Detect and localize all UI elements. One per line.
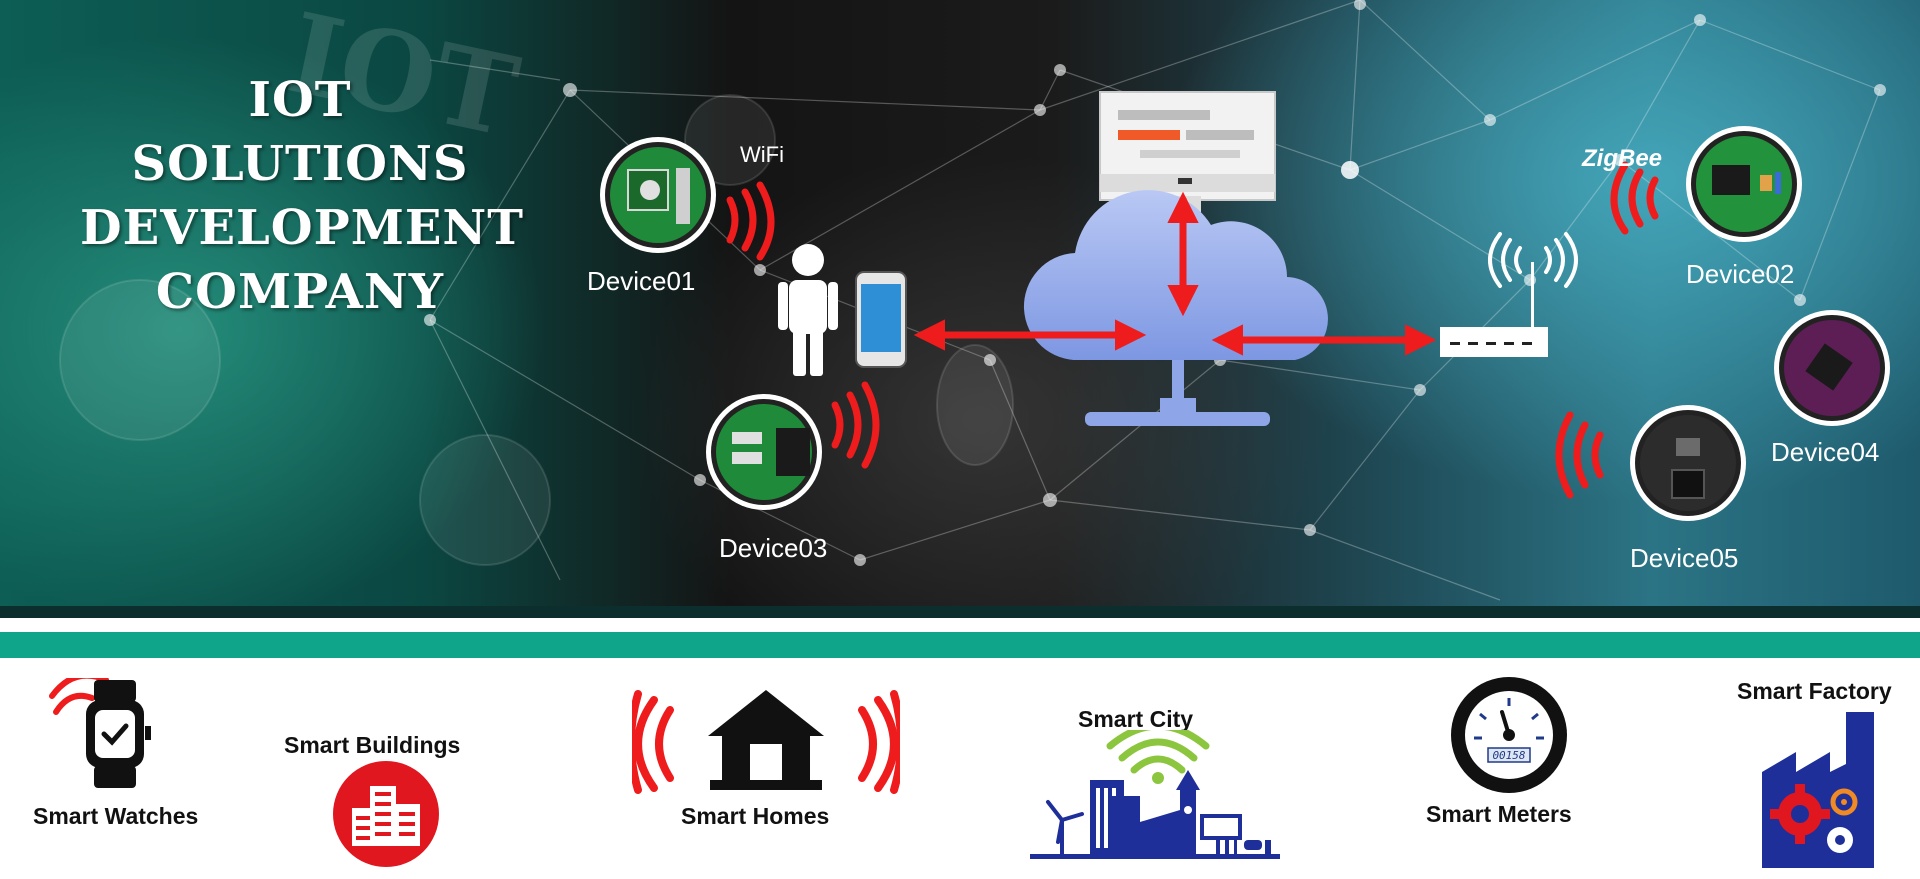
category-smart-buildings: Smart Buildings <box>284 732 461 758</box>
building-icon <box>333 761 439 867</box>
category-smart-city: Smart City <box>1078 706 1194 732</box>
title-line-2: DEVELOPMENT <box>80 200 525 256</box>
company-title: IOT SOLUTIONS DEVELOPMENT COMPANY <box>80 68 525 324</box>
zigbee-label: ZigBee <box>1582 145 1663 172</box>
iot-network-diagram <box>600 91 1890 521</box>
user-person-icon <box>778 244 838 376</box>
network-mesh-background: IOT <box>0 0 1920 618</box>
smartphone-icon <box>855 271 907 368</box>
device01-chip-icon <box>600 137 716 253</box>
wifi-signal-icon <box>726 181 775 261</box>
device03-label: Device03 <box>719 533 828 563</box>
category-smart-meters: Smart Meters <box>1426 801 1572 827</box>
category-strip: Smart Watches Smart Buildings Smart Home… <box>0 658 1920 879</box>
device05-signal-icon <box>1555 411 1604 499</box>
category-smart-homes: Smart Homes <box>681 803 830 829</box>
device03-chip-icon <box>706 394 822 510</box>
wifi-label: WiFi <box>740 142 784 167</box>
cloud-server-icon <box>1023 190 1328 426</box>
city-icon <box>1030 730 1280 859</box>
data-flow-arrows <box>913 191 1437 356</box>
device04-label: Device04 <box>1771 437 1880 467</box>
smart-watch-icon <box>49 678 151 788</box>
factory-icon <box>1762 712 1874 868</box>
device04-chip-icon <box>1774 310 1890 426</box>
device05-chip-icon <box>1630 405 1746 521</box>
title-line-1: IOT SOLUTIONS <box>131 72 469 192</box>
divider-white <box>0 618 1920 632</box>
banner-bottom-edge <box>0 606 1920 618</box>
house-icon <box>632 690 900 794</box>
category-smart-factory: Smart Factory <box>1737 678 1892 704</box>
meter-reading: 00158 <box>1492 749 1525 762</box>
monitor-icon <box>1099 91 1276 212</box>
divider-teal-strip <box>0 632 1920 658</box>
device05-label: Device05 <box>1630 543 1739 573</box>
device02-label: Device02 <box>1686 259 1795 289</box>
title-line-3: COMPANY <box>155 264 445 320</box>
hero-banner: IOT IOT SOLUTIONS DEVELOPMENT COMPANY <box>0 0 1920 618</box>
device01-label: Device01 <box>587 266 696 296</box>
device03-signal-icon <box>831 381 880 469</box>
device02-chip-icon <box>1686 126 1802 242</box>
category-smart-watches: Smart Watches <box>33 803 199 829</box>
zigbee-signal-icon <box>1610 161 1659 235</box>
router-icon <box>1440 232 1578 357</box>
meter-icon: 00158 <box>1451 677 1567 793</box>
